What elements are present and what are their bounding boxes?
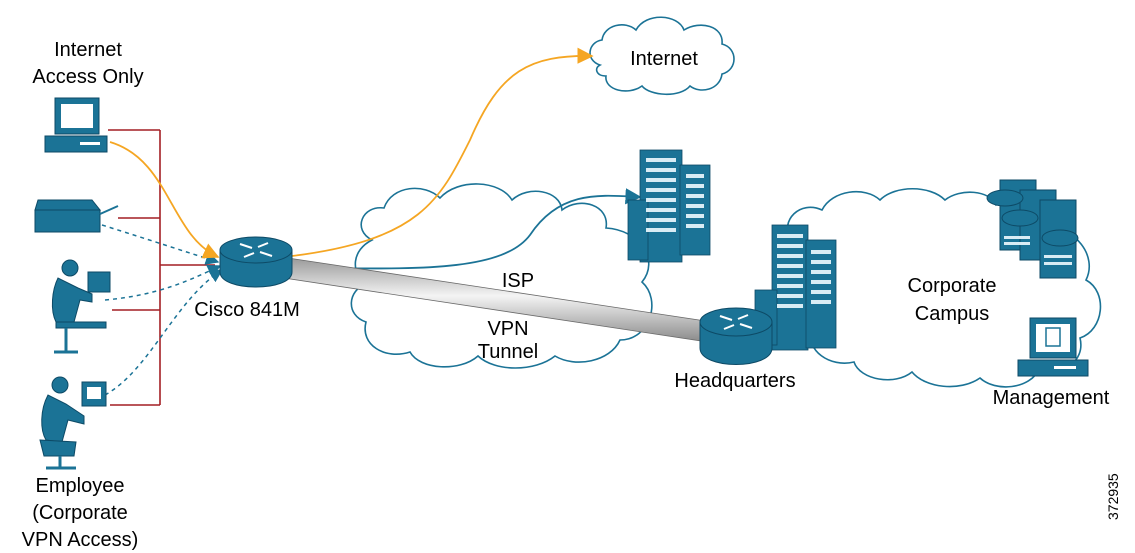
management-terminal-icon xyxy=(1017,317,1089,377)
internet-cloud-icon xyxy=(589,16,735,96)
vpn-label-1: VPN xyxy=(487,318,528,340)
figure-id-label: 372935 xyxy=(1105,473,1121,520)
printer-icon xyxy=(34,199,119,233)
internet-path xyxy=(109,47,594,259)
internet-access-label-1: Internet xyxy=(54,39,122,61)
vpn-device-paths xyxy=(101,224,224,396)
pc-icon xyxy=(44,97,108,153)
headquarters-label: Headquarters xyxy=(674,370,795,392)
server-icon xyxy=(986,179,1079,279)
internet-access-label-2: Access Only xyxy=(32,66,143,88)
headquarters-router-icon xyxy=(699,307,773,365)
isp-path xyxy=(291,188,642,270)
internet-cloud-label: Internet xyxy=(630,48,698,70)
lan-wiring xyxy=(108,129,215,406)
isp-label: ISP xyxy=(502,270,534,292)
management-label: Management xyxy=(993,387,1110,409)
employee-label-2: (Corporate xyxy=(32,502,128,524)
campus-label-2: Campus xyxy=(915,303,989,325)
employee-icon xyxy=(39,376,107,470)
router-label: Cisco 841M xyxy=(194,299,300,321)
employee-label-1: Employee xyxy=(36,475,125,497)
cisco-router-icon xyxy=(219,236,293,288)
campus-label-1: Corporate xyxy=(908,275,997,297)
vpn-label-2: Tunnel xyxy=(478,341,538,363)
user-workstation-icon xyxy=(51,259,111,354)
employee-label-3: VPN Access) xyxy=(22,529,139,551)
isp-building-icon xyxy=(627,149,711,263)
